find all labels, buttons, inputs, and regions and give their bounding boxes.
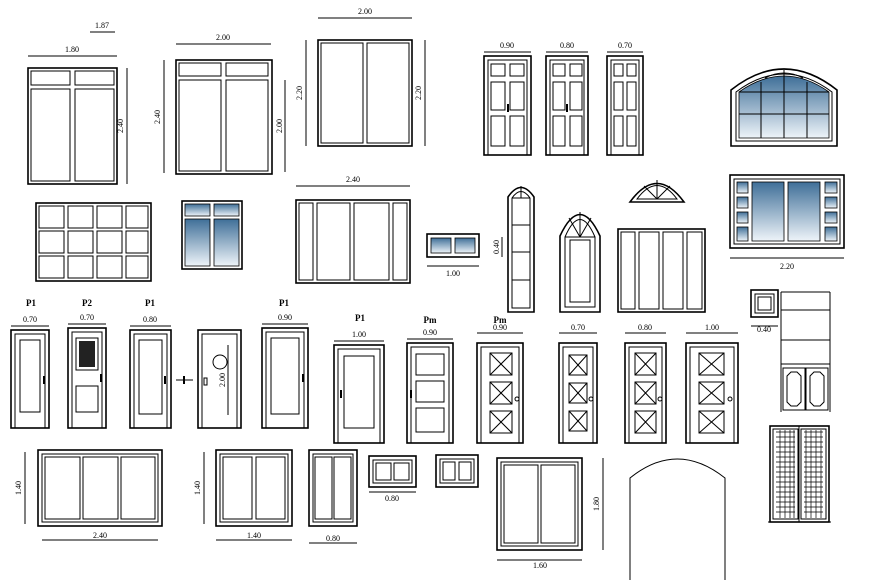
door-pm-0-90-panels: 0.90 xyxy=(406,328,454,444)
dim-width: 0.90 xyxy=(500,41,514,50)
label-pm: Pm xyxy=(494,315,507,325)
window-w3-0-80: 0.80 xyxy=(308,449,358,544)
dim-width: 1.80 xyxy=(65,45,79,54)
label-p1: P1 xyxy=(355,313,365,323)
door-0-80-x: 0.80 xyxy=(624,323,667,444)
dim-width: 1.40 xyxy=(247,531,261,540)
window-w1-2-40: 1.40 2.40 xyxy=(14,449,163,541)
arched-opening xyxy=(629,458,726,580)
door-round-window: 2.00 xyxy=(176,329,242,429)
door-pm-0-90-x: 0.90 xyxy=(476,323,524,444)
window-w6-1-60: 1.80 1.60 xyxy=(496,457,604,570)
dim-width: 2.00 xyxy=(358,7,372,16)
door-1-00-x: 1.00 xyxy=(685,323,739,444)
dim-width: 0.80 xyxy=(326,534,340,543)
window-1-00: 1.00 xyxy=(426,233,480,278)
door-p1-0-70: 0.70 xyxy=(10,315,50,429)
door-p1-1-00: 1.00 xyxy=(333,330,385,444)
label-p1: P1 xyxy=(145,298,155,308)
dim-width: 2.20 xyxy=(780,262,794,271)
dim-width: 0.90 xyxy=(423,328,437,337)
dim-width: 0.70 xyxy=(571,323,585,332)
dim-width: 0.90 xyxy=(278,313,292,322)
grid-window-12 xyxy=(35,202,152,282)
dim-height-left: 2.20 xyxy=(295,86,304,100)
dim-width: 0.70 xyxy=(23,315,37,324)
dim-height: 2.40 xyxy=(153,110,162,124)
arched-window xyxy=(730,68,838,147)
door-1-80: 1.87 1.80 2.40 xyxy=(27,21,128,185)
window-4-panel xyxy=(617,228,706,313)
dim-width: 1.60 xyxy=(533,561,547,570)
dim-width: 0.40 xyxy=(757,325,771,334)
dim-inner-height: 2.00 xyxy=(275,119,284,133)
dim-width: 2.00 xyxy=(216,33,230,42)
door-2-00-b: 2.00 2.20 2.20 xyxy=(295,7,426,147)
dim-height: 0.40 xyxy=(492,240,501,254)
window-0-40-small: 0.40 xyxy=(750,289,779,334)
door-p1-0-80: 0.80 xyxy=(129,315,172,429)
dim-width: 2.40 xyxy=(346,175,360,184)
window-w5 xyxy=(435,454,479,488)
window-2-20: 2.20 xyxy=(729,174,845,271)
dim-height: 2.40 xyxy=(116,119,125,133)
door-2-00: 2.00 2.40 2.00 xyxy=(153,33,286,175)
label-p1: P1 xyxy=(26,298,36,308)
window-0-40-tall: 0.40 xyxy=(492,186,535,313)
dim-width: 0.70 xyxy=(80,313,94,322)
cabinet-door-elevation xyxy=(780,291,831,412)
dim-width: 2.40 xyxy=(93,531,107,540)
dim-width: 1.00 xyxy=(705,323,719,332)
panel-door-0-80: 0.80 xyxy=(545,41,589,156)
dim-width: 0.90 xyxy=(493,323,507,332)
window-w4-0-80: 0.80 xyxy=(368,455,417,503)
dim-1-87: 1.87 xyxy=(95,21,109,30)
label-p2: P2 xyxy=(82,298,92,308)
dim-height: 1.80 xyxy=(592,497,601,511)
door-p1-0-90: 0.90 xyxy=(261,313,309,429)
dim-height: 2.00 xyxy=(218,373,227,387)
glass-window-small xyxy=(181,200,243,270)
label-p1: P1 xyxy=(279,298,289,308)
window-2-40: 2.40 xyxy=(295,175,411,284)
dim-width: 1.00 xyxy=(352,330,366,339)
panel-door-0-70: 0.70 xyxy=(606,41,644,156)
dim-height-right: 2.20 xyxy=(414,86,423,100)
dim-height: 1.40 xyxy=(193,481,202,495)
door-0-70-x: 0.70 xyxy=(558,323,598,444)
iron-gate xyxy=(768,425,831,523)
panel-door-0-90: 0.90 xyxy=(483,41,532,156)
label-pm: Pm xyxy=(424,315,437,325)
dim-height: 1.40 xyxy=(14,481,23,495)
dim-width: 0.70 xyxy=(618,41,632,50)
window-w2-1-40: 1.40 1.40 xyxy=(193,449,293,541)
dim-width: 0.80 xyxy=(385,494,399,503)
door-p2-0-70: 0.70 xyxy=(67,313,107,429)
dim-width: 1.00 xyxy=(446,269,460,278)
fan-window xyxy=(628,180,686,203)
arched-door xyxy=(559,212,601,313)
dim-width: 0.80 xyxy=(560,41,574,50)
dim-width: 0.80 xyxy=(638,323,652,332)
dim-width: 0.80 xyxy=(143,315,157,324)
